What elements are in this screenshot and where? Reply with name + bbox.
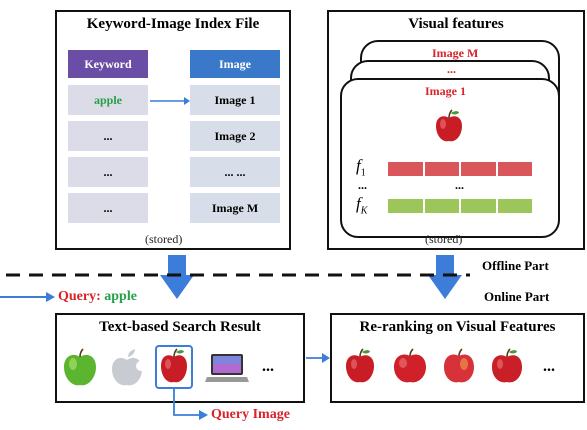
text-search-ellipsis: ...	[262, 358, 274, 375]
apple-icon	[436, 109, 462, 142]
text-search-title: Text-based Search Result	[99, 319, 261, 335]
keyword-cell: ...	[68, 121, 148, 151]
offline-online-divider	[6, 273, 470, 277]
index-down-arrow	[160, 255, 194, 299]
fk-subscript: K	[360, 205, 368, 217]
online-part-label: Online Part	[484, 289, 550, 304]
feature-bar-green	[388, 199, 532, 213]
index-file-title: Keyword-Image Index File	[86, 16, 260, 32]
index-stored-label: (stored)	[145, 232, 183, 246]
red-apple-thumbnail	[161, 348, 187, 383]
image-cell: ... ...	[190, 157, 280, 187]
laptop-thumbnail	[205, 354, 249, 382]
query-label: Query: apple	[58, 289, 137, 305]
f1-letter: f	[356, 156, 361, 175]
keyword-header: Keyword	[68, 50, 148, 78]
offline-part-label: Offline Part	[482, 258, 549, 273]
rerank-apple-1	[346, 348, 374, 383]
query-prefix: Query:	[58, 289, 101, 304]
fk-label: fK	[356, 194, 367, 216]
query-image-label: Query Image	[211, 407, 290, 422]
rerank-apple-4	[492, 348, 522, 383]
image-cell: Image M	[190, 193, 280, 223]
query-term: apple	[104, 289, 137, 304]
query-arrow	[0, 292, 55, 302]
green-apple-thumbnail	[64, 348, 96, 386]
keyword-to-image-arrow	[150, 97, 190, 105]
rerank-apple-3	[444, 348, 474, 383]
f1-subscript: 1	[360, 167, 366, 179]
apple-logo-thumbnail	[112, 349, 146, 386]
keyword-cell-apple: apple	[68, 85, 148, 115]
keyword-cell: ...	[68, 193, 148, 223]
image-m-label: Image M	[432, 46, 479, 60]
feature-card-front	[340, 78, 560, 238]
features-down-arrow	[428, 255, 462, 299]
image-header: Image	[190, 50, 280, 78]
f1-label: f1	[356, 156, 366, 178]
fk-letter: f	[356, 194, 361, 213]
image-cell: Image 1	[190, 85, 280, 115]
visual-features-title: Visual features	[408, 16, 504, 32]
rerank-title: Re-ranking on Visual Features	[359, 319, 556, 335]
keyword-cell: ...	[68, 157, 148, 187]
feature-dots-left: ...	[358, 178, 367, 192]
features-stored-label: (stored)	[425, 232, 463, 246]
image-cell: Image 2	[190, 121, 280, 151]
rerank-apple-2	[394, 348, 426, 383]
feature-dots-mid: ...	[455, 178, 464, 192]
image-1-label: Image 1	[425, 84, 466, 98]
query-image-arrow	[173, 389, 208, 420]
rerank-ellipsis: ...	[543, 358, 555, 375]
image-m-dots: ...	[447, 62, 456, 76]
query-image-highlight[interactable]	[155, 345, 193, 389]
feature-bar-red	[388, 162, 532, 176]
search-to-rerank-arrow	[306, 353, 330, 363]
